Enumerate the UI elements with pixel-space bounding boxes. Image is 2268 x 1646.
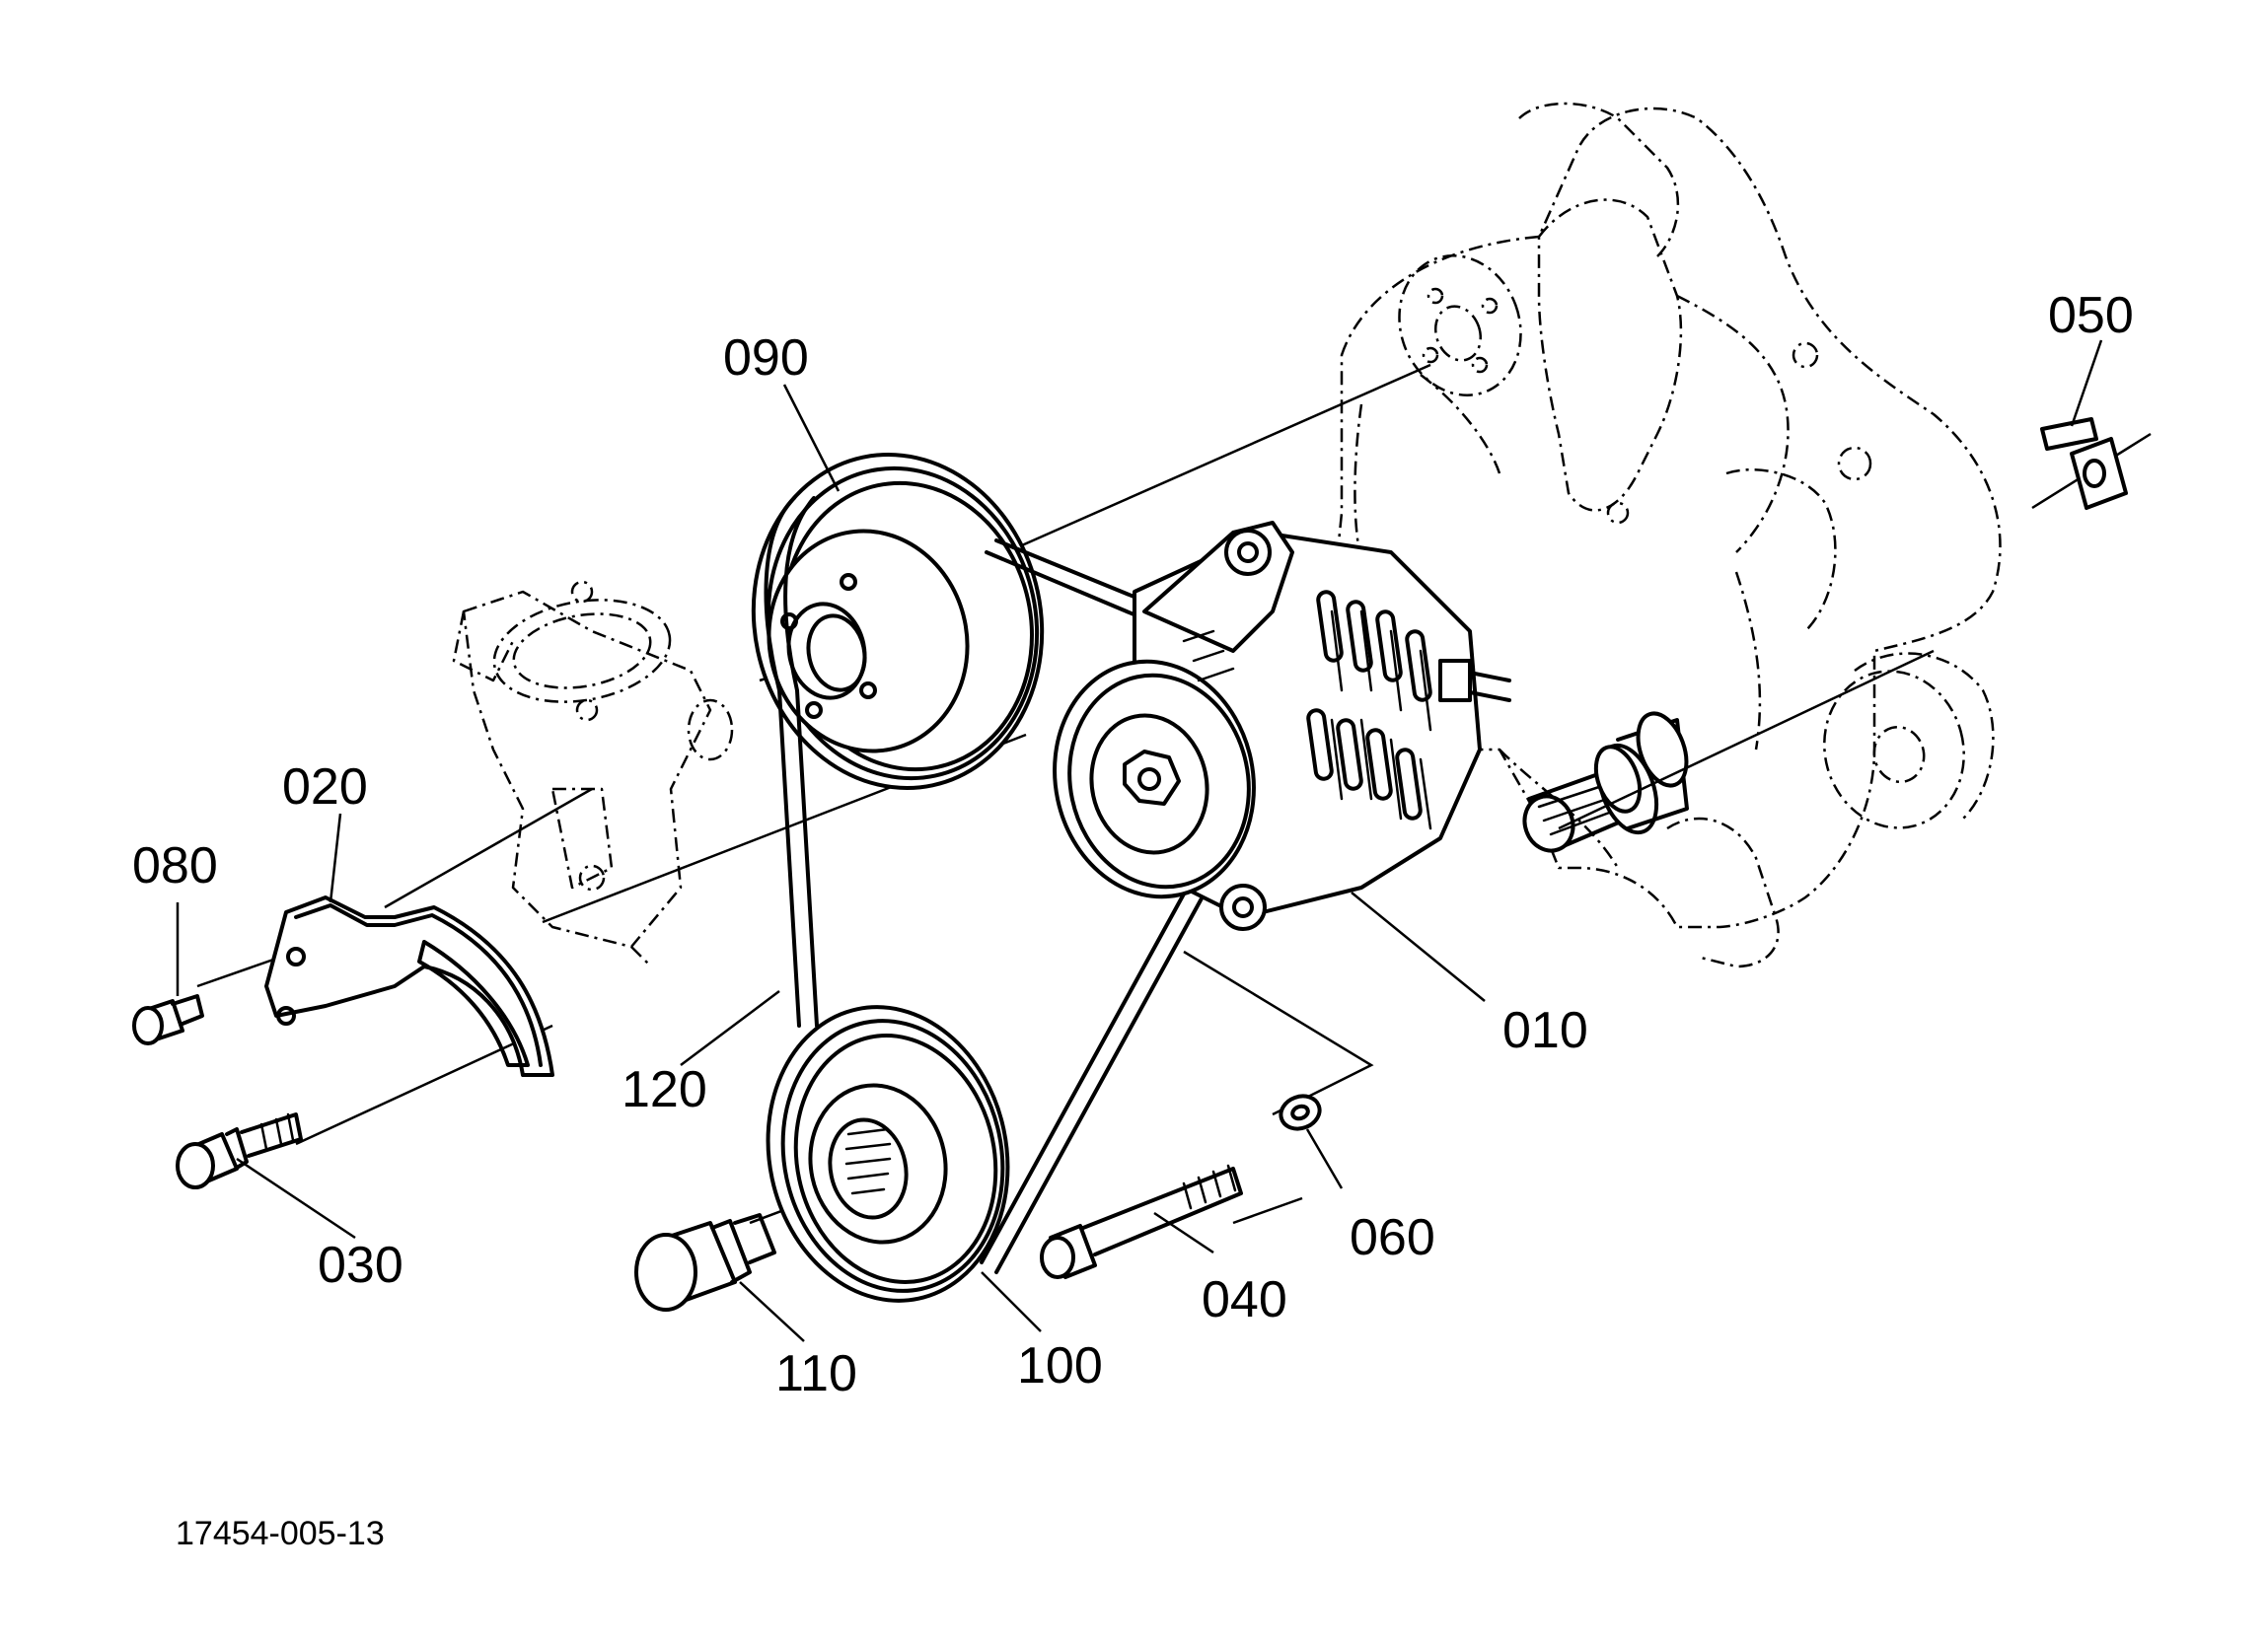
callout-030: 030: [318, 1237, 403, 1294]
callout-080: 080: [132, 837, 218, 895]
callout-090: 090: [723, 329, 809, 387]
callout-060: 060: [1350, 1209, 1435, 1266]
crankshaft-shaft: [1522, 711, 1689, 853]
thermostat-housing-phantom: [452, 580, 734, 967]
callout-040: 040: [1202, 1271, 1287, 1328]
v-belt: [764, 496, 1220, 1274]
bolt-080: [132, 994, 204, 1045]
crankshaft-pulley: [766, 1005, 1010, 1303]
alternator: [1053, 521, 1511, 931]
callout-050: 050: [2048, 287, 2134, 344]
callout-120: 120: [622, 1061, 707, 1118]
adjusting-bracket: [264, 895, 554, 1077]
callout-110: 110: [775, 1345, 857, 1402]
callout-020: 020: [282, 758, 368, 816]
engine-block-phantom: [1330, 102, 2002, 968]
bolt-040: [1040, 1164, 1243, 1279]
bolt-110: [634, 1213, 776, 1312]
figure-id: 17454-005-13: [176, 1515, 385, 1552]
callout-010: 010: [1502, 1002, 1588, 1059]
callout-100: 100: [1017, 1337, 1103, 1395]
nut-050: [2040, 417, 2128, 510]
fan-pulley: [751, 453, 1045, 790]
washer-060: [1279, 1094, 1322, 1131]
bolt-030: [176, 1112, 303, 1189]
callout-leaders: [176, 339, 2103, 1342]
